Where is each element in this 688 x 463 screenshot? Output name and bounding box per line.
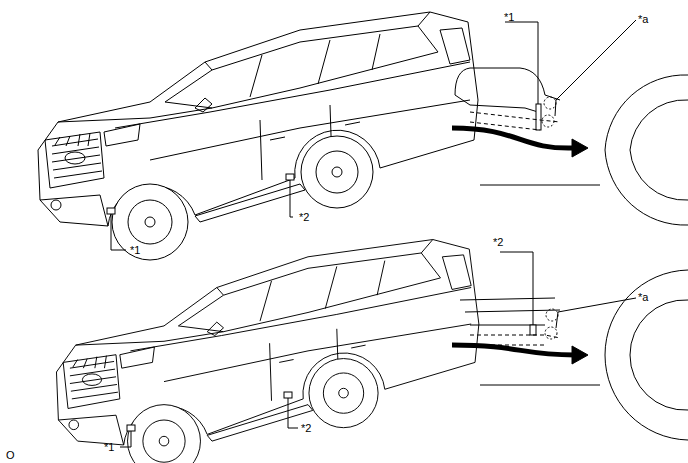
vehicle <box>56 240 478 463</box>
detail-view-front <box>452 20 688 225</box>
leader-lines <box>107 174 298 447</box>
callout-number: *a <box>638 13 648 25</box>
callout-number: *1 <box>104 441 114 453</box>
figure-id: O <box>6 449 15 461</box>
callout-number: *1 <box>130 244 140 256</box>
callout-number: *2 <box>493 236 503 248</box>
callout-number: *2 <box>299 211 309 223</box>
callout-number: *a <box>638 291 648 303</box>
callout-number: *1 <box>504 11 514 23</box>
vehicle <box>38 12 478 260</box>
detail-view-rear <box>452 252 688 440</box>
callout-number: *2 <box>301 422 311 434</box>
